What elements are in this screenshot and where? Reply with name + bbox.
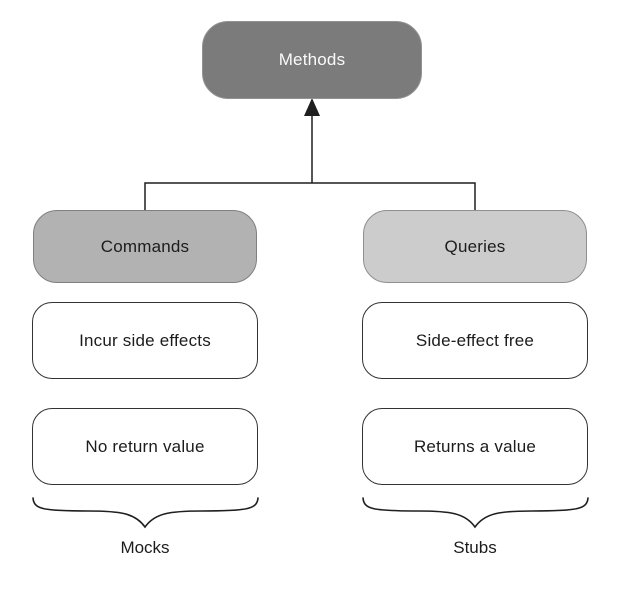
node-commands: Commands xyxy=(33,210,257,283)
node-queries: Queries xyxy=(363,210,587,283)
group-label-stubs: Stubs xyxy=(453,538,497,557)
node-incur-side-effects: Incur side effects xyxy=(32,302,258,379)
brace-mocks-icon xyxy=(32,497,259,529)
node-side-effect-free: Side-effect free xyxy=(362,302,588,379)
node-no-return-value: No return value xyxy=(32,408,258,485)
node-methods: Methods xyxy=(202,21,422,99)
group-label-mocks: Mocks xyxy=(120,538,170,557)
arrowhead-up-icon xyxy=(304,98,320,116)
tree-connector-line xyxy=(144,182,476,210)
node-returns-a-value: Returns a value xyxy=(362,408,588,485)
brace-stubs-icon xyxy=(362,497,589,529)
